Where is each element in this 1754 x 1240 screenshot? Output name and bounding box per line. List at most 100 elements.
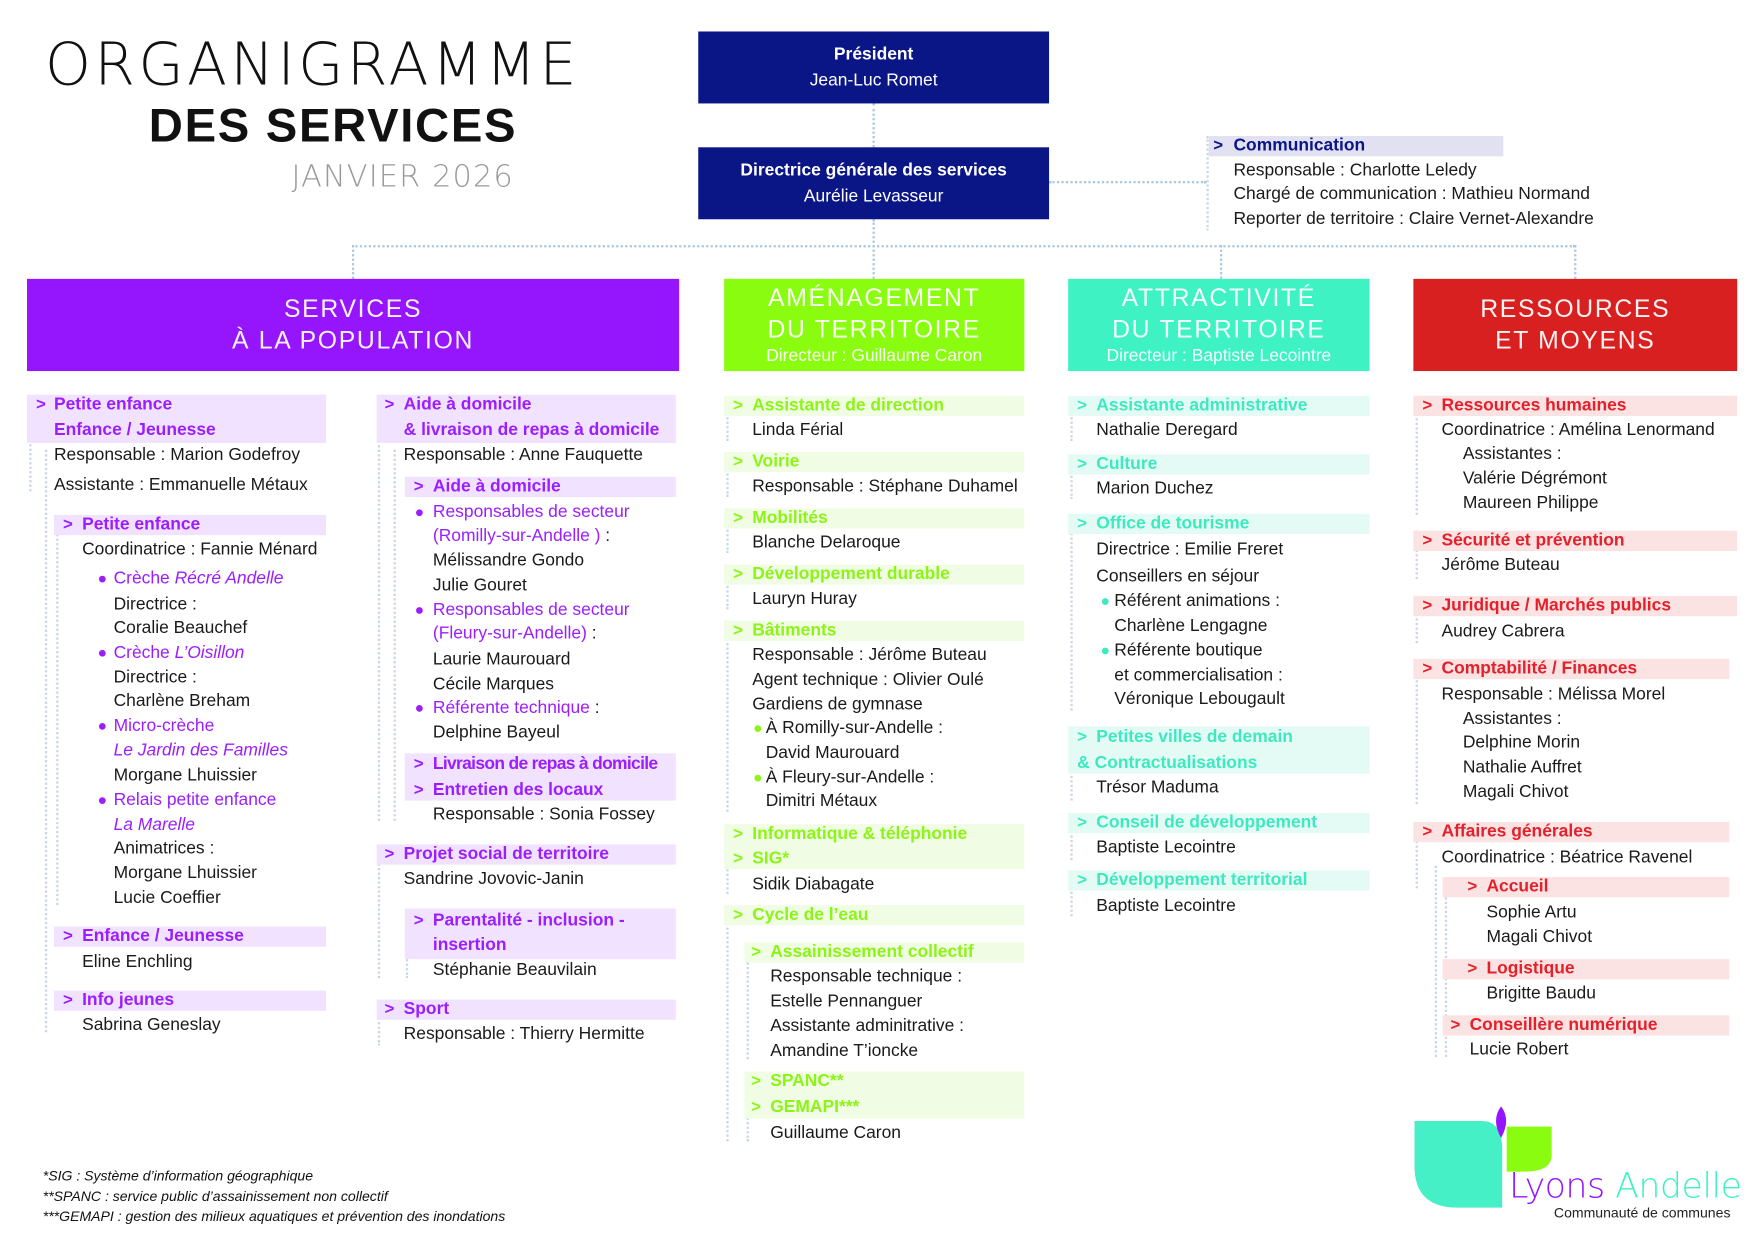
section-header-bar [1208,136,1504,157]
section-header-bar [53,990,327,1011]
text-part: : [586,624,597,644]
section-header-bar [404,476,676,497]
staff-line: Nathalie Deregard [1096,420,1238,440]
staff-line: Morgane Lhuissier [113,765,257,785]
pole-director: Directeur : Baptiste Lecointre [1106,346,1332,366]
section-header-bar [1442,959,1730,980]
chevron-right-icon: > [733,508,743,528]
staff-line: Reporter de territoire : Claire Vernet-A… [1233,209,1594,229]
staff-line: Responsables de secteur [432,600,630,620]
connector [726,620,729,812]
section-title: & livraison de repas à domicile [403,420,660,440]
bullet-icon [98,722,106,730]
connector [1434,865,1437,1057]
connector [377,395,381,821]
staff-line: Directrice : Emilie Freret [1096,539,1284,559]
staff-line: Assistante : Emmanuelle Métaux [53,475,308,495]
pole-title: AMÉNAGEMENT [768,283,981,312]
chevron-right-icon: > [62,926,73,946]
staff-line: Nathalie Auffret [1462,757,1582,777]
president-name: Jean-Luc Romet [809,70,938,90]
section-title: Développement durable [752,564,950,584]
section-header-bar [724,452,1025,473]
chevron-right-icon: > [733,564,743,584]
pole-director: Directeur : Guillaume Caron [766,346,983,366]
chevron-right-icon: > [1422,395,1433,415]
bullet-icon [1101,647,1109,655]
chevron-right-icon: > [413,780,424,800]
connector [44,449,48,1033]
section-header-bar [724,508,1025,529]
text-part: Référente technique [432,698,590,718]
staff-line: Référente technique : [433,696,600,721]
text-part: (Romilly-sur-Andelle ) [432,526,601,546]
chevron-right-icon: > [1422,821,1433,842]
staff-line: Directrice : [113,667,197,688]
section-header-bar [1442,1015,1730,1036]
staff-line: Agent technique : Olivier Oulé [752,670,984,690]
section-header-bar [1068,395,1370,417]
staff-line: Stéphanie Beauvilain [432,960,597,980]
section-title: Sécurité et prévention [1441,530,1625,550]
chevron-right-icon: > [1422,595,1433,616]
section-header-bar [376,844,676,865]
chevron-right-icon: > [384,394,395,414]
staff-line: Responsable : Charlotte Leledy [1233,160,1477,180]
dgs-role: Directrice générale des services [740,160,1007,180]
section-title: Voirie [752,452,800,472]
section-header-bar [1413,530,1738,551]
section-header-bar [376,394,676,444]
section-title: Office de tourisme [1096,513,1250,533]
logo-tagline: Communauté de communes [1553,1205,1731,1222]
section-header-bar [724,905,1025,926]
bullet-icon [98,575,106,583]
connector [1070,395,1073,441]
page-subtitle: DES SERVICES [148,98,518,152]
staff-line: Coralie Beauchef [113,618,248,638]
staff-line: Sabrina Geneslay [82,1015,221,1035]
staff-line: (Romilly-sur-Andelle ) : [433,524,610,549]
staff-line: Responsable : Thierry Hermitte [403,1024,645,1044]
chevron-right-icon: > [1077,870,1088,890]
page-title: ORGANIGRAMME [44,31,580,99]
pole-title: À LA POPULATION [232,326,475,355]
connector [1574,245,1577,279]
connector [872,219,875,279]
section-header-bar [744,1071,1025,1119]
connector [726,452,729,497]
chevron-right-icon: > [35,394,46,414]
chevron-right-icon: > [1422,658,1433,679]
section-title: Parentalité - inclusion - [432,910,625,930]
pole-title: DU TERRITOIRE [767,314,981,343]
section-header-bar [1442,877,1730,898]
section-title: Mobilités [752,508,828,528]
section-header-bar [376,999,676,1020]
section-header-bar [744,942,1025,963]
section-title: Petites villes de demain [1096,727,1293,747]
staff-line: Sophie Artu [1486,902,1577,923]
staff-line: Gardiens de gymnase [752,694,923,714]
connector [726,395,729,441]
staff-line: Maureen Philippe [1462,493,1599,513]
staff-line: Animatrices : [113,838,215,858]
footnote: ***GEMAPI : gestion des milieux aquatiqu… [42,1208,506,1225]
section-title: Petite enfance [82,514,201,535]
chevron-right-icon: > [413,910,424,930]
staff-line: Lucie Robert [1469,1040,1569,1060]
section-title: Sport [403,999,450,1019]
staff-line: Assistante adminitrative : [770,1016,964,1036]
bullet-icon [754,774,762,782]
chevron-right-icon: > [751,1097,761,1117]
section-header-bar [724,564,1025,585]
staff-line: Estelle Pennanguer [770,991,923,1011]
bullet-icon [1101,598,1109,605]
pole-ressources: RESSOURCES ET MOYENS [1413,278,1738,372]
staff-line: (Fleury-sur-Andelle) : [433,622,597,647]
section-header-bar [1413,821,1730,843]
page-date: JANVIER 2026 [291,159,514,195]
president-box: Président Jean-Luc Romet [698,31,1050,104]
connector [1415,658,1418,804]
logo: Lyons Andelle Communauté de communes [1412,1104,1744,1228]
chevron-right-icon: > [1077,513,1088,533]
staff-line: Responsable : Jérôme Buteau [752,645,987,665]
